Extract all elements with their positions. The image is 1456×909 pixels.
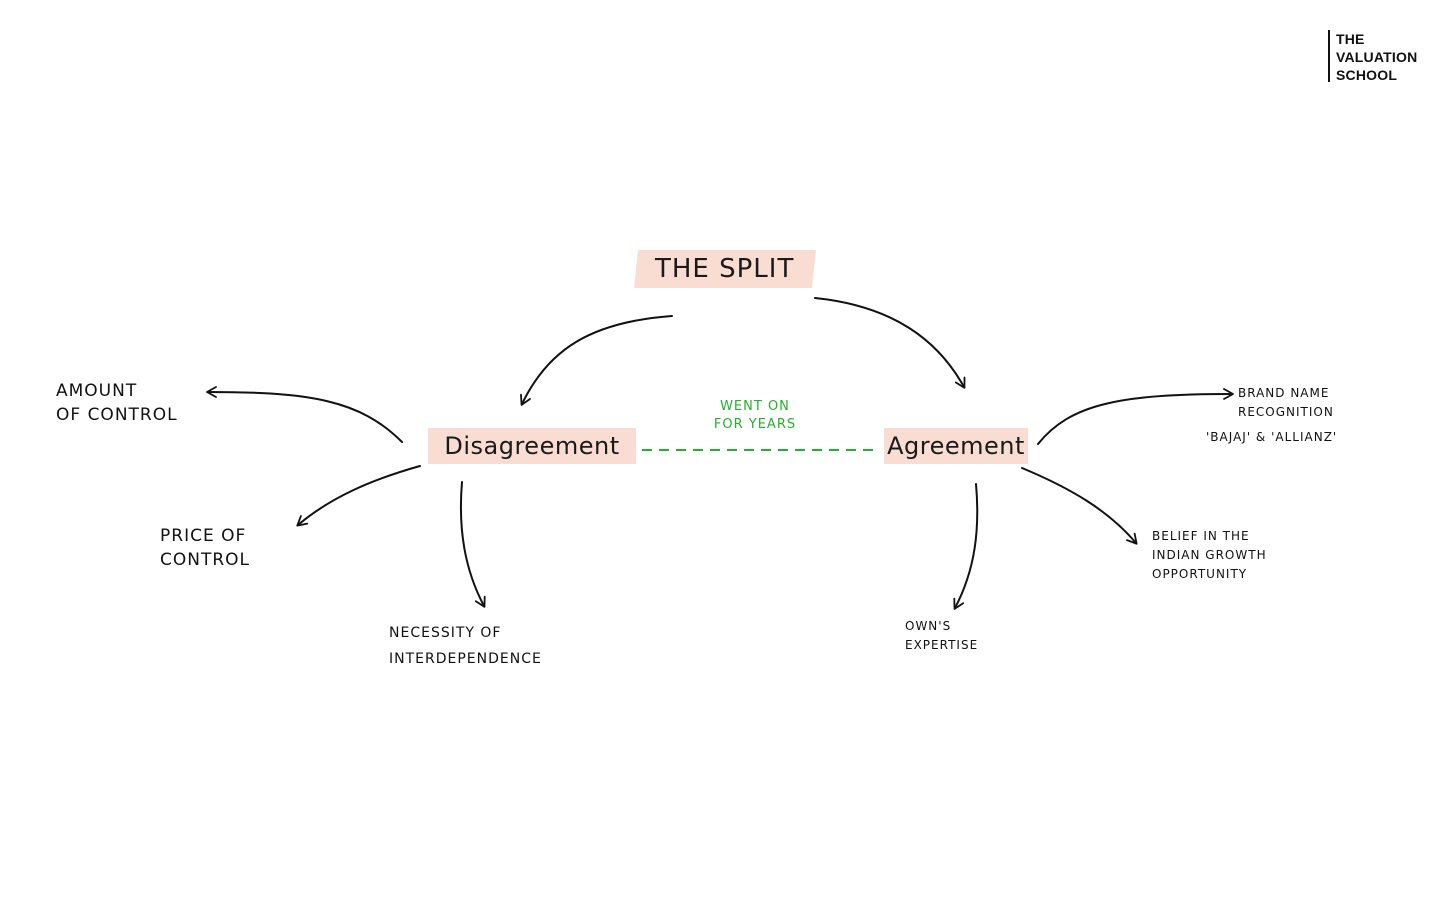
leaf-price-of-control: PRICE OF CONTROL	[160, 524, 250, 572]
leaf-line: OWN'S	[905, 619, 952, 633]
arrow-root-to-disagreement	[520, 315, 673, 406]
arrow-to-price-of-control	[296, 465, 421, 527]
leaf-line: INTERDEPENDENCE	[389, 651, 542, 667]
leaf-line: NECESSITY OF	[389, 625, 502, 641]
disagreement-node: Disagreement	[428, 428, 636, 464]
arrow-root-to-agreement	[814, 297, 966, 389]
leaf-line: 'BAJAJ' & 'ALLIANZ'	[1206, 430, 1338, 444]
disagreement-node-label: Disagreement	[444, 432, 620, 460]
root-node-label: THE SPLIT	[655, 254, 795, 284]
leaf-own-expertise: OWN'S EXPERTISE	[905, 617, 978, 655]
arrow-to-brand-name	[1037, 388, 1234, 445]
root-node: THE SPLIT	[634, 250, 816, 288]
link-label-line-1: WENT ON	[720, 399, 790, 414]
leaf-line: RECOGNITION	[1238, 405, 1334, 419]
leaf-line: OPPORTUNITY	[1152, 567, 1248, 581]
leaf-line: OF CONTROL	[56, 405, 178, 425]
agreement-node: Agreement	[884, 428, 1028, 464]
logo-line-2: VALUATION	[1336, 49, 1418, 65]
arrow-to-belief	[1021, 467, 1138, 545]
leaf-brand-name-recognition: BRAND NAME RECOGNITION 'BAJAJ' & 'ALLIAN…	[1206, 384, 1337, 447]
link-label-line-2: FOR YEARS	[713, 417, 797, 432]
leaf-line: PRICE OF	[160, 526, 247, 546]
logo-line-1: THE	[1336, 31, 1365, 47]
logo-line-3: SCHOOL	[1336, 67, 1398, 83]
brand-logo: THE VALUATION SCHOOL	[1328, 30, 1418, 83]
agreement-node-label: Agreement	[887, 432, 1025, 460]
leaf-line: CONTROL	[160, 550, 251, 570]
leaf-line: EXPERTISE	[905, 638, 979, 652]
leaf-amount-of-control: AMOUNT OF CONTROL	[56, 379, 178, 427]
arrow-to-amount-of-control	[206, 386, 403, 443]
leaf-line: BRAND NAME	[1238, 386, 1330, 400]
arrow-to-own-expertise	[953, 483, 979, 610]
link-label: WENT ON FOR YEARS	[690, 398, 820, 434]
leaf-line: BELIEF IN THE	[1152, 529, 1250, 543]
arrow-to-necessity	[459, 481, 486, 608]
leaf-belief-in-indian-growth: BELIEF IN THE INDIAN GROWTH OPPORTUNITY	[1152, 527, 1267, 584]
leaf-necessity-of-interdependence: NECESSITY OF INTERDEPENDENCE	[389, 623, 542, 669]
leaf-line: AMOUNT	[56, 381, 138, 401]
leaf-line: INDIAN GROWTH	[1152, 548, 1267, 562]
